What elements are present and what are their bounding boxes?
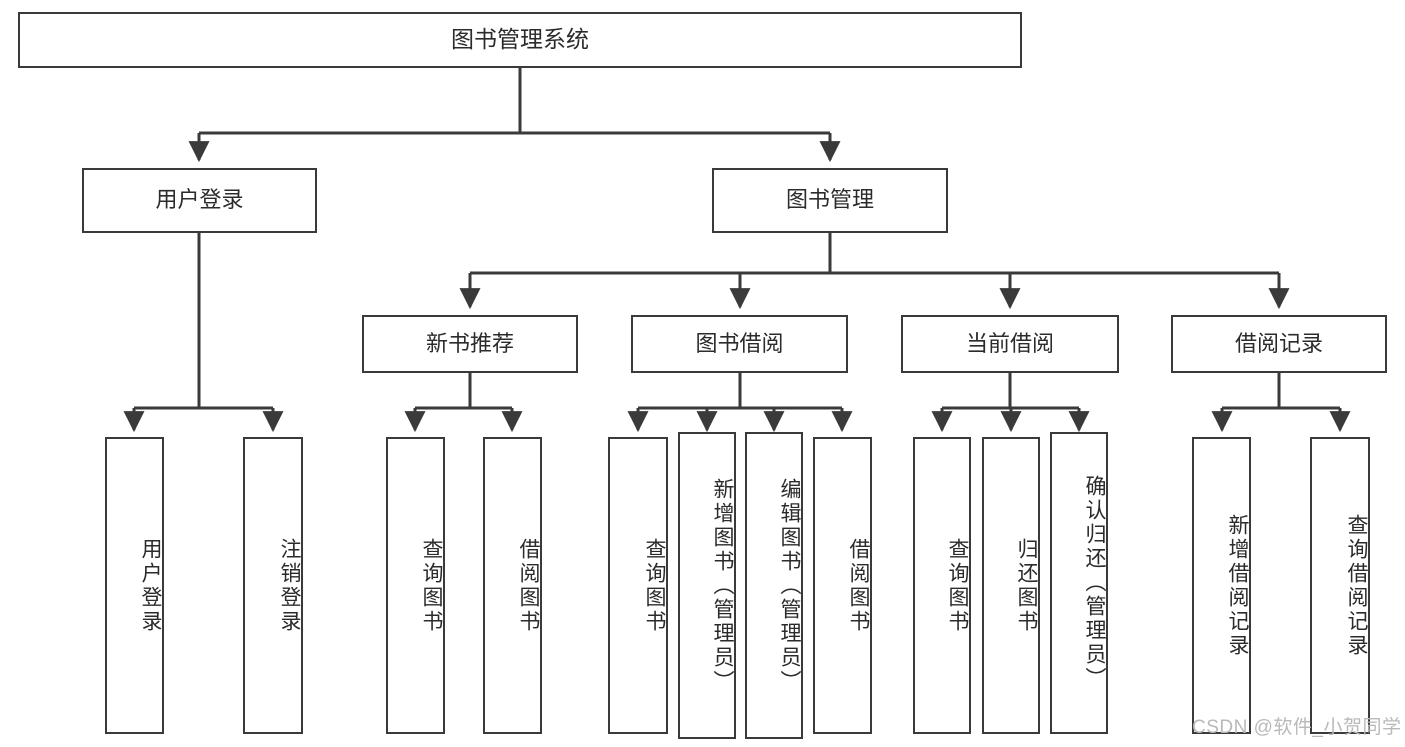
leaf-new-book-borrow-book[interactable]: 借阅图书 [483,437,542,734]
node-label: 图书借阅 [695,330,784,356]
node-label: 借阅图书 [847,537,870,634]
leaf-book-borrow-add-book-admin[interactable]: 新增图书（管理员） [678,432,736,739]
leaf-book-borrow-borrow-book[interactable]: 借阅图书 [813,437,872,734]
leaf-borrow-record-add-record[interactable]: 新增借阅记录 [1192,437,1251,734]
node-label: 新增图书（管理员） [711,477,734,694]
watermark: CSDN @软件_小贺同学 [1192,717,1402,738]
node-label: 新增借阅记录 [1226,513,1249,658]
node-label: 查询图书 [643,537,666,634]
leaf-current-borrow-query-book[interactable]: 查询图书 [913,437,971,734]
node-label: 归还图书 [1015,537,1038,634]
leaf-current-borrow-confirm-return-admin[interactable]: 确认归还（管理员） [1050,432,1108,734]
node-new-book-recommend[interactable]: 新书推荐 [362,315,578,373]
node-label: 用户登录 [155,187,244,213]
leaf-current-borrow-return-book[interactable]: 归还图书 [982,437,1040,734]
node-label: 确认归还（管理员） [1083,475,1106,691]
node-book-borrow[interactable]: 图书借阅 [631,315,848,373]
leaf-user-login-logout[interactable]: 注销登录 [243,437,303,734]
node-label: 新书推荐 [425,330,514,356]
node-label: 查询图书 [420,537,443,634]
node-borrow-record[interactable]: 借阅记录 [1171,315,1387,373]
leaf-book-borrow-edit-book-admin[interactable]: 编辑图书（管理员） [745,432,803,739]
node-label: 注销登录 [278,537,301,634]
node-root-book-management-system[interactable]: 图书管理系统 [18,12,1022,68]
node-label: 用户登录 [139,537,162,634]
node-label: 查询图书 [946,537,969,634]
node-label: 借阅图书 [517,537,540,634]
node-label: 查询借阅记录 [1345,513,1368,658]
leaf-new-book-query-book[interactable]: 查询图书 [386,437,445,734]
node-label: 借阅记录 [1234,330,1323,356]
leaf-borrow-record-query-record[interactable]: 查询借阅记录 [1310,437,1370,734]
leaf-user-login-login[interactable]: 用户登录 [105,437,164,734]
leaf-book-borrow-query-book[interactable]: 查询图书 [608,437,668,734]
node-current-borrow[interactable]: 当前借阅 [901,315,1119,373]
node-label: 图书管理 [785,187,874,213]
node-label: 当前借阅 [965,330,1054,356]
node-label: 图书管理系统 [451,26,589,53]
node-label: 编辑图书（管理员） [778,477,801,694]
node-user-login[interactable]: 用户登录 [82,168,317,233]
node-book-management[interactable]: 图书管理 [712,168,948,233]
